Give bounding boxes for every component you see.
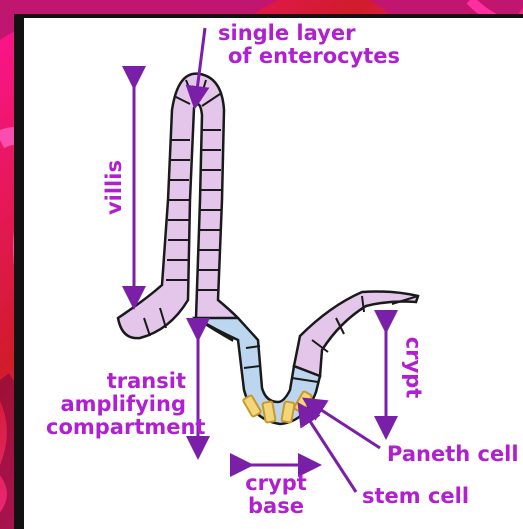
villis-label: villis xyxy=(103,160,126,215)
stem-label: stem cell xyxy=(362,485,469,508)
crypt-base-label-line-2: base xyxy=(244,495,308,518)
villus-tissue xyxy=(118,74,238,340)
transit-label-line-1: transit xyxy=(46,370,186,393)
enterocytes-label: single layer of enterocytes xyxy=(218,22,400,68)
enterocytes-label-line-2: of enterocytes xyxy=(228,45,400,68)
crypt-base-label-line-1: crypt xyxy=(244,472,308,495)
transit-label: transit amplifying compartment xyxy=(46,370,186,439)
crypt-base-label: crypt base xyxy=(244,472,308,518)
crypt-side-label: crypt xyxy=(401,337,424,399)
transit-label-line-3: compartment xyxy=(46,416,186,439)
transit-label-line-2: amplifying xyxy=(46,393,186,416)
paneth-label: Paneth cell xyxy=(387,443,519,466)
enterocytes-label-line-1: single layer xyxy=(218,22,400,45)
stem-arrow xyxy=(304,412,356,492)
crypt-wall-right xyxy=(294,292,418,377)
